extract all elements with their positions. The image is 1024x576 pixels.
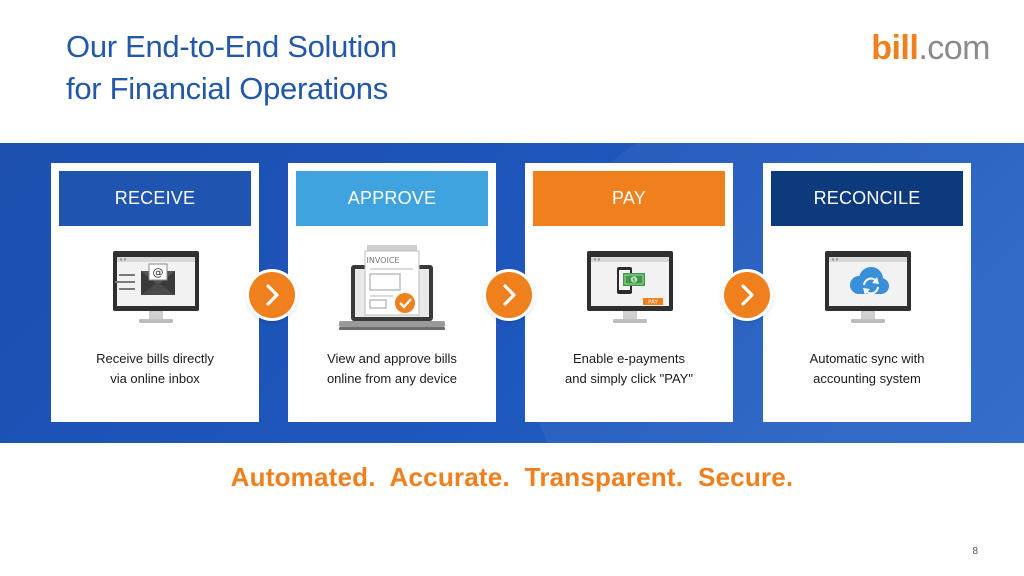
tagline: Automated. Accurate. Transparent. Secure… (230, 462, 794, 492)
title-line-1: Our End-to-End Solution (66, 29, 397, 64)
mobile-payment-monitor-icon: $ PAY (525, 245, 733, 335)
step-card-pay: PAY $ PAY Enable e-payments and simply c… (525, 163, 733, 422)
step-description-approve: View and approve bills online from any d… (288, 349, 496, 388)
svg-text:$: $ (632, 278, 635, 284)
pay-button-graphic: PAY (648, 300, 658, 306)
invoice-text: INVOICE (367, 256, 400, 265)
step-description-line: accounting system (813, 370, 921, 386)
logo-com-text: .com (918, 29, 990, 67)
step-description-receive: Receive bills directly via online inbox (51, 349, 259, 388)
logo-bill-text: bill (871, 29, 919, 67)
step-description-line: online from any device (326, 370, 458, 386)
step-description-pay: Enable e-payments and simply click "PAY" (525, 349, 733, 388)
chevron-right-icon (249, 272, 295, 318)
step-header-reconcile: RECONCILE (771, 171, 963, 226)
step-description-line: Enable e-payments (572, 351, 685, 366)
invoice-laptop-icon: INVOICE (288, 243, 496, 333)
step-card-approve: APPROVE INVOICE View and approve bills o… (288, 163, 496, 422)
title-line-2: for Financial Operations (66, 71, 388, 106)
page-number: 8 (972, 546, 978, 557)
step-description-line: and simply click "PAY" (565, 370, 693, 386)
email-inbox-monitor-icon: @ (51, 245, 259, 335)
step-card-receive: RECEIVE @ Receive bills directly via onl… (51, 163, 259, 422)
cloud-sync-monitor-icon (763, 245, 971, 335)
step-card-reconcile: RECONCILE Automatic sync with accounting… (763, 163, 971, 422)
step-description-line: via online inbox (110, 370, 200, 386)
chevron-right-icon (724, 272, 770, 318)
step-description-line: Automatic sync with (809, 351, 925, 366)
step-header-receive: RECEIVE (59, 171, 251, 226)
step-description-line: Receive bills directly (96, 351, 214, 366)
slide-title: Our End-to-End Solution for Financial Op… (66, 26, 397, 110)
step-description-line: View and approve bills (327, 351, 457, 366)
chevron-right-icon (486, 272, 532, 318)
step-header-approve: APPROVE (296, 171, 488, 226)
step-header-pay: PAY (533, 171, 725, 226)
step-description-reconcile: Automatic sync with accounting system (763, 349, 971, 388)
svg-text:@: @ (153, 266, 164, 279)
bill-com-logo: bill.com (871, 28, 990, 68)
